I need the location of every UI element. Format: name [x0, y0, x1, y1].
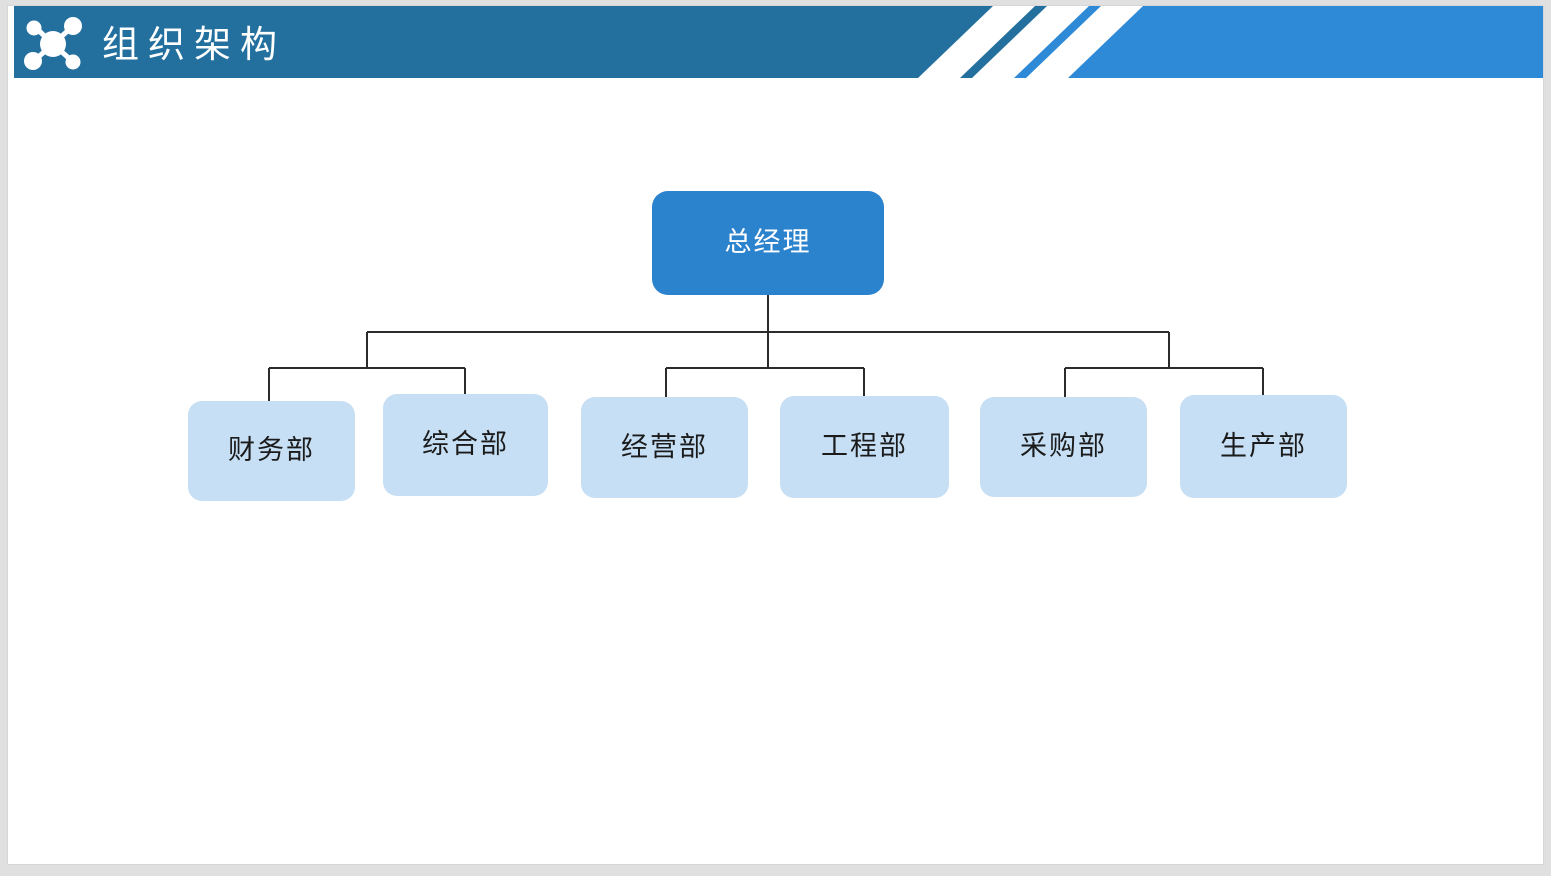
org-node-root[interactable]: 总经理 [652, 191, 884, 295]
org-node-label: 采购部 [1020, 431, 1107, 462]
slide-canvas: 组织架构 [8, 6, 1543, 864]
org-node-label: 财务部 [228, 435, 315, 466]
header-brand: 组织架构 [22, 6, 286, 81]
org-node-label: 经营部 [621, 431, 708, 462]
page-title: 组织架构 [102, 24, 286, 65]
org-node-label: 生产部 [1220, 430, 1307, 461]
org-node-engineering[interactable]: 工程部 [780, 396, 949, 498]
org-node-general-affairs[interactable]: 综合部 [383, 394, 548, 496]
header-banner: 组织架构 [14, 6, 1543, 81]
org-node-label: 工程部 [821, 431, 908, 462]
org-node-label: 总经理 [724, 227, 812, 258]
header-background [14, 6, 1543, 80]
network-nodes-icon [24, 16, 82, 70]
org-node-procurement[interactable]: 采购部 [980, 397, 1147, 497]
org-node-finance[interactable]: 财务部 [188, 401, 355, 501]
org-chart: 总经理 财务部 综合部 经营部 工程部 采购部 生产部 [8, 81, 1543, 864]
org-node-production[interactable]: 生产部 [1180, 395, 1347, 498]
org-node-operations[interactable]: 经营部 [581, 397, 748, 498]
org-node-label: 综合部 [422, 429, 509, 460]
